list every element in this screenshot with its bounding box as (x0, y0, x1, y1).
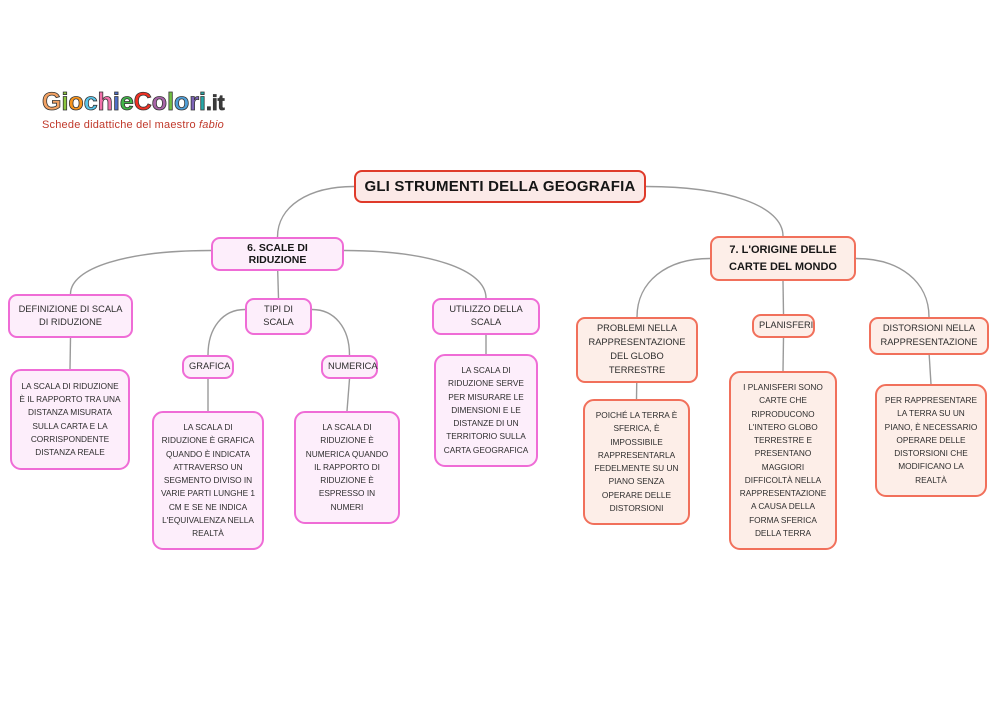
node-numerica: NUMERICA (321, 355, 378, 379)
logo-subtitle-name: fabio (199, 119, 224, 131)
node-planisferi-body: I PLANISFERI SONO CARTE CHE RIPRODUCONO … (729, 371, 837, 551)
edge-origine-carte-to-planisferi (782, 280, 785, 315)
node-scale-riduzione: 6. SCALE DI RIDUZIONE (211, 237, 344, 271)
node-origine-carte: 7. L'ORIGINE DELLE CARTE DEL MONDO (710, 236, 856, 281)
logo-letter: i (61, 88, 69, 116)
node-distorsioni: DISTORSIONI NELLA RAPPRESENTAZIONE (869, 317, 989, 355)
logo-letter: o (68, 88, 84, 116)
logo-letter: o (174, 88, 190, 116)
logo-letter: r (189, 88, 200, 116)
node-grafica: GRAFICA (182, 355, 234, 379)
logo-subtitle-text: Schede didattiche del maestro (42, 119, 200, 131)
node-label: PROBLEMI NELLA RAPPRESENTAZIONE DEL GLOB… (588, 323, 686, 375)
logo-letter: h (97, 88, 113, 116)
edge-title-to-origine-carte (645, 185, 784, 237)
logo-letter: C (133, 88, 152, 116)
node-title: GLI STRUMENTI DELLA GEOGRAFIA (354, 170, 646, 203)
node-label: UTILIZZO DELLA SCALA (449, 304, 523, 328)
node-label: LA SCALA DI RIDUZIONE È IL RAPPORTO TRA … (19, 380, 121, 458)
edge-tipi-di-scala-to-numerica (311, 308, 351, 356)
edge-title-to-scale-riduzione (276, 185, 355, 238)
logo-suffix: .it (206, 92, 225, 115)
edge-origine-carte-to-distorsioni (855, 257, 930, 318)
logo-letter: i (112, 88, 120, 116)
logo-letter: l (167, 88, 175, 116)
node-definizione-body: LA SCALA DI RIDUZIONE È IL RAPPORTO TRA … (10, 369, 130, 470)
node-problemi: PROBLEMI NELLA RAPPRESENTAZIONE DEL GLOB… (576, 317, 698, 383)
node-utilizzo-body: LA SCALA DI RIDUZIONE SERVE PER MISURARE… (434, 354, 538, 467)
node-label: DISTORSIONI NELLA RAPPRESENTAZIONE (880, 323, 978, 347)
node-grafica-body: LA SCALA DI RIDUZIONE È GRAFICA QUANDO È… (152, 411, 264, 551)
node-label: TIPI DI SCALA (263, 304, 294, 328)
node-label: PER RAPPRESENTARE LA TERRA SU UN PIANO, … (884, 395, 978, 485)
node-label: NUMERICA (328, 361, 378, 372)
edge-tipi-di-scala-to-grafica (207, 308, 246, 356)
node-label: GRAFICA (189, 361, 231, 372)
logo-letters: GiochieColori (42, 88, 207, 116)
logo-text: GiochieColori.it (42, 88, 225, 116)
node-utilizzo: UTILIZZO DELLA SCALA (432, 298, 540, 335)
edge-numerica-to-numerica-body (346, 378, 351, 412)
node-problemi-body: POICHÉ LA TERRA È SFERICA, È IMPOSSIBILE… (583, 399, 690, 526)
node-label: LA SCALA DI RIDUZIONE SERVE PER MISURARE… (443, 365, 529, 455)
edge-scale-riduzione-to-utilizzo (343, 249, 487, 299)
node-label: GLI STRUMENTI DELLA GEOGRAFIA (364, 178, 636, 195)
edge-distorsioni-to-distorsioni-body (928, 351, 932, 385)
logo-subtitle: Schede didattiche del maestro fabio (42, 119, 225, 131)
logo-letter: e (119, 88, 134, 116)
logo-letter: i (199, 88, 207, 116)
logo-letter: G (42, 88, 62, 116)
node-label: POICHÉ LA TERRA È SFERICA, È IMPOSSIBILE… (594, 410, 679, 513)
node-definizione: DEFINIZIONE DI SCALA DI RIDUZIONE (8, 294, 133, 338)
node-label: DEFINIZIONE DI SCALA DI RIDUZIONE (18, 303, 123, 327)
logo-letter: c (83, 88, 98, 116)
node-label: LA SCALA DI RIDUZIONE È NUMERICA QUANDO … (305, 422, 389, 512)
node-label: PLANISFERI (759, 320, 814, 331)
edge-definizione-to-definizione-body (69, 337, 72, 370)
node-label: 6. SCALE DI RIDUZIONE (247, 242, 308, 266)
edge-planisferi-to-planisferi-body (782, 337, 785, 372)
node-tipi-di-scala: TIPI DI SCALA (245, 298, 312, 335)
node-label: 7. L'ORIGINE DELLE CARTE DEL MONDO (729, 244, 837, 273)
edge-scale-riduzione-to-definizione (69, 249, 212, 295)
node-label: I PLANISFERI SONO CARTE CHE RIPRODUCONO … (739, 382, 827, 538)
node-distorsioni-body: PER RAPPRESENTARE LA TERRA SU UN PIANO, … (875, 384, 987, 497)
node-label: LA SCALA DI RIDUZIONE È GRAFICA QUANDO È… (160, 422, 256, 539)
node-planisferi: PLANISFERI (752, 314, 815, 338)
logo-letter: o (151, 88, 168, 116)
giochiecolori-logo: GiochieColori.it Schede didattiche del m… (42, 88, 225, 131)
node-numerica-body: LA SCALA DI RIDUZIONE È NUMERICA QUANDO … (294, 411, 400, 524)
edge-origine-carte-to-problemi (636, 257, 711, 318)
